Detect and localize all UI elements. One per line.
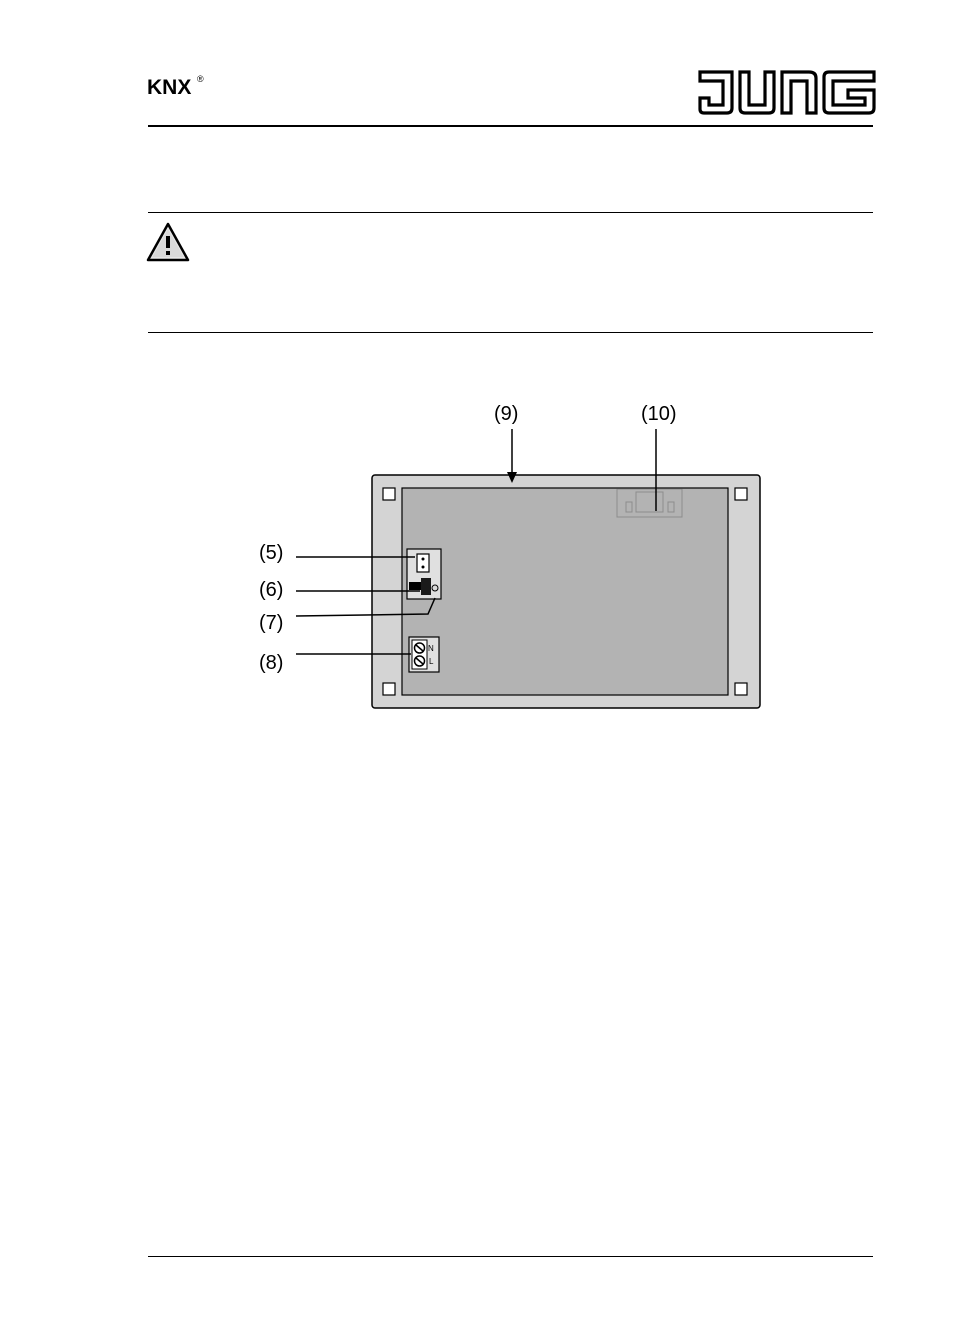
- device-panel: [401, 487, 729, 696]
- warning-triangle-icon: [146, 222, 190, 262]
- terminal-label-l: L: [429, 657, 434, 666]
- registered-mark: ®: [197, 74, 204, 84]
- leader-lines: [295, 429, 657, 655]
- terminal-label-n: N: [428, 644, 434, 653]
- callout-5: (5): [259, 542, 283, 564]
- mounting-hole: [382, 682, 396, 696]
- warning-top-rule: [148, 212, 873, 213]
- callout-9: (9): [494, 403, 518, 425]
- arrow-9: [507, 472, 517, 483]
- warning-bottom-rule: [148, 332, 873, 333]
- jung-logo: [698, 70, 876, 115]
- connector-10: [616, 488, 683, 518]
- mounting-hole: [382, 487, 396, 501]
- callout-8: (8): [259, 652, 283, 674]
- callout-7: (7): [259, 612, 283, 634]
- device-rear-diagram: N L (5) (6) (7) (8) (9) (10): [259, 403, 761, 709]
- knx-logo-text: KNX: [147, 76, 191, 98]
- callout-6: (6): [259, 579, 283, 601]
- mains-terminal: N L: [408, 636, 440, 673]
- knx-logo: KNX ®: [147, 74, 204, 98]
- callout-10: (10): [641, 403, 677, 425]
- footer-rule: [148, 1256, 873, 1257]
- header-rule: [148, 125, 873, 127]
- mounting-hole: [734, 487, 748, 501]
- mounting-hole: [734, 682, 748, 696]
